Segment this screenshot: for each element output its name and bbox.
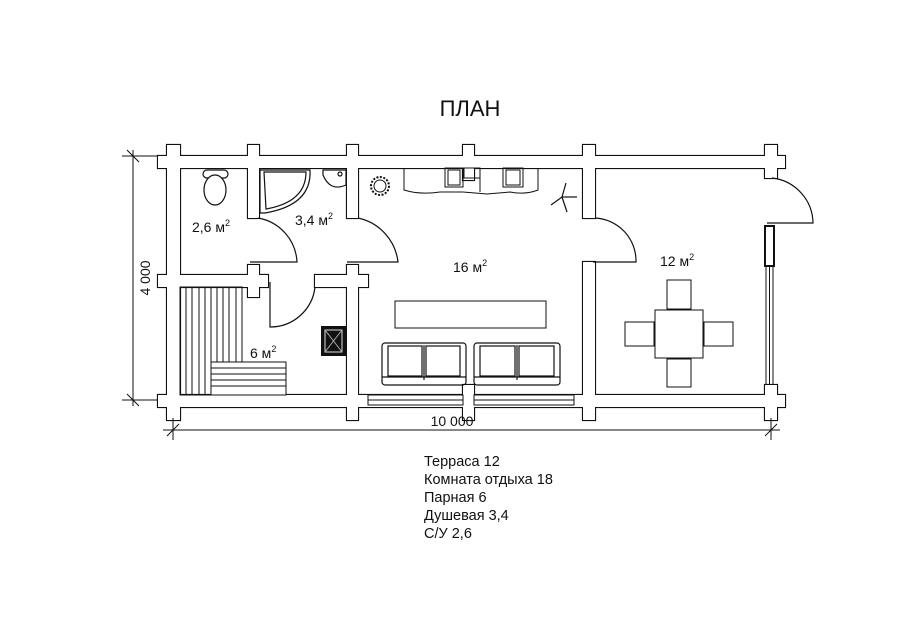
plant-icon: [370, 176, 390, 196]
terrace-area-label: 12 м2: [660, 252, 694, 269]
sink-icon: [322, 169, 347, 188]
legend-item: Душевая 3,4: [424, 508, 509, 524]
bottom-windows: [367, 394, 575, 406]
sofa-icon: [381, 342, 561, 386]
lounge-area-unit-exponent: 2: [482, 258, 487, 268]
shower-area-label: 3,4 м2: [295, 211, 333, 228]
height-dimension-label: 4 000: [137, 260, 153, 295]
plan-title: ПЛАН: [440, 96, 501, 121]
legend-item: Парная 6: [424, 490, 487, 506]
shower-area-unit-exponent: 2: [328, 211, 333, 221]
terrace-area-value: 12 м: [660, 253, 689, 269]
dining-set-icon: [624, 279, 734, 388]
legend-item: С/У 2,6: [424, 526, 472, 542]
lounge-area-value: 16 м: [453, 259, 482, 275]
doors: [250, 177, 814, 328]
shower-tray-icon: [259, 169, 311, 214]
sauna-stove-icon: [321, 326, 346, 356]
terrace-area-unit-exponent: 2: [689, 252, 694, 262]
width-dimension-label: 10 000: [431, 413, 474, 429]
kitchen-counter-icon: [403, 167, 539, 195]
lounge-area-label: 16 м2: [453, 258, 487, 275]
legend-item: Комната отдыха 18: [424, 472, 553, 488]
toilet-icon: [202, 169, 229, 206]
wc-area-value: 2,6 м: [192, 219, 225, 235]
room-area-legend: Терраса 12 Комната отдыха 18 Парная 6 Ду…: [424, 453, 553, 543]
wc-area-unit-exponent: 2: [225, 218, 230, 228]
height-dimension: [122, 149, 158, 407]
legend-item: Терраса 12: [424, 454, 500, 470]
sauna-area-value: 6 м: [250, 345, 271, 361]
sauna-area-unit-exponent: 2: [271, 344, 276, 354]
sauna-area-label: 6 м2: [250, 344, 276, 361]
terrace-window: [764, 225, 775, 385]
width-dimension: [163, 418, 780, 440]
sauna-bench-icon: [179, 286, 287, 396]
table-icon: [394, 300, 547, 329]
wc-area-label: 2,6 м2: [192, 218, 230, 235]
shower-area-value: 3,4 м: [295, 212, 328, 228]
ceiling-fan-icon: [550, 182, 577, 213]
